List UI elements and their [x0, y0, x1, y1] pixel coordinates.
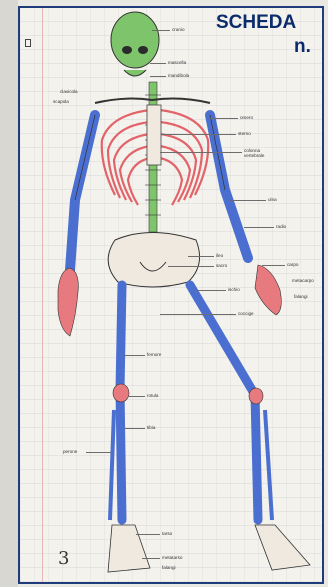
legs [110, 285, 272, 520]
label-metacarpo: metacarpo [292, 278, 314, 283]
label-omero: omero [240, 115, 253, 120]
leader-metatarso [142, 558, 160, 559]
label-perone: perone [63, 449, 77, 454]
label-radio: radio [276, 224, 286, 229]
title-line-2: n. [294, 36, 311, 58]
leader-femore [124, 355, 145, 356]
sternum [147, 105, 161, 165]
skull [111, 12, 159, 76]
leader-rotula [129, 396, 145, 397]
label-ischio: ischio [228, 287, 240, 292]
leader-ileo [188, 256, 214, 257]
label-femore: femore [147, 352, 161, 357]
label-cranio: cranio [172, 27, 185, 32]
label-falangi: falangi [294, 294, 308, 299]
label-metatarso: metatarso [162, 555, 182, 560]
pelvis [108, 233, 199, 288]
label-falangi-piede: falangi [162, 565, 176, 570]
label-sacro: sacro [216, 263, 227, 268]
leader-perone [86, 452, 112, 453]
label-mascella: mascella [168, 60, 186, 65]
leader-ischio [196, 290, 226, 291]
label-tibia: tibia [147, 425, 155, 430]
label-rotula: rotula [147, 393, 159, 398]
leader-radio [244, 227, 274, 228]
leader-cranio [152, 30, 170, 31]
leader-mandibola [150, 76, 166, 77]
label-scapola: scapola [53, 99, 69, 104]
kneecaps [113, 384, 263, 404]
label-clavicola: clavicola [60, 89, 78, 94]
leader-coccige [160, 314, 236, 315]
leader-carpo [262, 265, 285, 266]
feet [108, 525, 310, 572]
leader-tarso [136, 534, 160, 535]
worksheet-title: SCHEDA n. [216, 12, 328, 34]
label-carpo: carpo [287, 262, 299, 267]
leader-tibia [124, 428, 145, 429]
leader-colonna [160, 152, 242, 153]
label-colonna: colonna vertebrale [244, 148, 270, 158]
label-tarso: tarso [162, 531, 172, 536]
label-sterno: sterno [238, 131, 251, 136]
label-mandibola: mandibola [168, 73, 189, 78]
page-number: 3 [58, 548, 69, 569]
label-ulna: ulna [268, 197, 277, 202]
leader-sterno [162, 134, 236, 135]
title-line-1: SCHEDA [216, 12, 296, 33]
leader-omero [210, 118, 238, 119]
label-coccige: coccige [238, 311, 254, 316]
leader-mascella [150, 63, 166, 64]
label-ileo: ileo [216, 253, 223, 258]
leader-sacro [168, 266, 214, 267]
leader-ulna [230, 200, 266, 201]
